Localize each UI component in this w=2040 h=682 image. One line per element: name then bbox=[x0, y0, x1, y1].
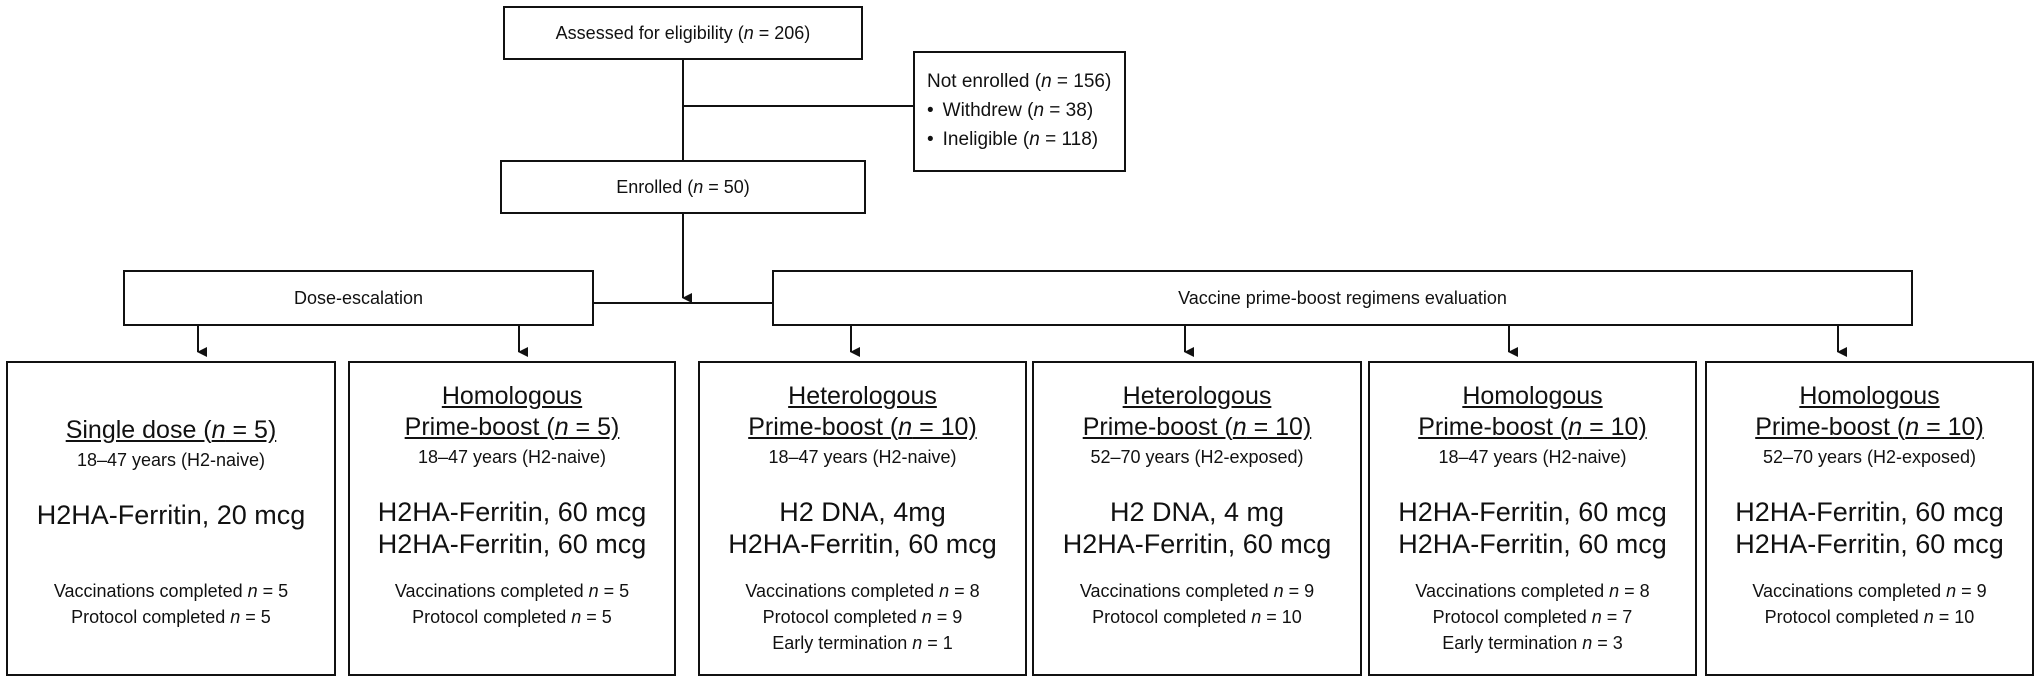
arm-completion-stats: Vaccinations completed n = 5 Protocol co… bbox=[8, 578, 334, 656]
arm-age-group: 52–70 years (H2-exposed) bbox=[1762, 447, 1977, 467]
assessed-count: = 206) bbox=[753, 22, 811, 43]
n-symbol: n bbox=[743, 22, 754, 43]
vaccinations-completed: Vaccinations completed n = 8 bbox=[745, 581, 980, 601]
prime-boost-evaluation-box: Vaccine prime-boost regimens evaluation bbox=[772, 270, 1913, 326]
arm-title: Single dose (n = 5) bbox=[65, 416, 277, 444]
vaccinations-completed: Vaccinations completed n = 9 bbox=[1079, 581, 1315, 601]
arm-regimen: H2 DNA, 4mg H2HA-Ferritin, 60 mcg bbox=[700, 496, 1025, 560]
enrolled-box: Enrolled (n = 50) bbox=[500, 160, 866, 214]
arm-completion-stats: Vaccinations completed n = 8 Protocol co… bbox=[1370, 578, 1695, 656]
protocol-completed: Protocol completed n = 7 bbox=[1432, 607, 1633, 627]
vaccinations-completed: Vaccinations completed n = 8 bbox=[1415, 581, 1650, 601]
not-enrolled-box: Not enrolled (n = 156) Withdrew (n = 38)… bbox=[913, 51, 1126, 172]
list-item-ineligible: Ineligible (n = 118) bbox=[927, 125, 1124, 154]
arm-regimen: H2HA-Ferritin, 60 mcg H2HA-Ferritin, 60 … bbox=[1707, 496, 2032, 560]
arm-age-group: 18–47 years (H2-naive) bbox=[417, 447, 607, 467]
arm-box-1: Single dose (n = 5) 18–47 years (H2-naiv… bbox=[6, 361, 336, 676]
regimen-prime: H2HA-Ferritin, 60 mcg bbox=[1735, 497, 2004, 527]
n-symbol: n bbox=[1041, 71, 1052, 92]
regimen-prime: H2 DNA, 4mg bbox=[779, 497, 946, 527]
regimen-boost: H2HA-Ferritin, 60 mcg bbox=[1398, 529, 1667, 559]
regimen-boost: H2HA-Ferritin, 60 mcg bbox=[377, 529, 647, 559]
early-termination: Early termination n = 3 bbox=[1442, 633, 1623, 653]
enrolled-label: Enrolled ( bbox=[616, 176, 694, 197]
dose-escalation-box: Dose-escalation bbox=[123, 270, 594, 326]
not-enrolled-title: Not enrolled (n = 156) bbox=[927, 67, 1124, 96]
protocol-completed: Protocol completed n = 5 bbox=[71, 607, 271, 627]
arm-completion-stats: Vaccinations completed n = 8 Protocol co… bbox=[700, 578, 1025, 656]
arm-age-group: 52–70 years (H2-exposed) bbox=[1090, 447, 1304, 467]
enrolled-count: = 50) bbox=[703, 176, 750, 197]
vaccinations-completed: Vaccinations completed n = 9 bbox=[1752, 581, 1987, 601]
vaccinations-completed: Vaccinations completed n = 5 bbox=[53, 581, 289, 601]
regimen-boost: H2HA-Ferritin, 60 mcg bbox=[1062, 529, 1332, 559]
regimen-boost: H2HA-Ferritin, 60 mcg bbox=[1735, 529, 2004, 559]
arm-regimen: H2HA-Ferritin, 60 mcg H2HA-Ferritin, 60 … bbox=[1370, 496, 1695, 560]
regimen-boost: H2HA-Ferritin, 60 mcg bbox=[728, 529, 997, 559]
arm-completion-stats: Vaccinations completed n = 9 Protocol co… bbox=[1034, 578, 1360, 656]
regimen-prime: H2HA-Ferritin, 20 mcg bbox=[36, 500, 306, 530]
n-symbol: n bbox=[693, 176, 704, 197]
dose-escalation-label: Dose-escalation bbox=[293, 287, 424, 308]
not-enrolled-count: = 156) bbox=[1051, 71, 1112, 92]
arm-age-group: 18–47 years (H2-naive) bbox=[768, 447, 957, 467]
arm-completion-stats: Vaccinations completed n = 5 Protocol co… bbox=[350, 578, 674, 656]
not-enrolled-label: Not enrolled ( bbox=[927, 71, 1042, 92]
protocol-completed: Protocol completed n = 10 bbox=[1092, 607, 1302, 627]
vaccinations-completed: Vaccinations completed n = 5 bbox=[394, 581, 630, 601]
arm-regimen: H2HA-Ferritin, 20 mcg bbox=[8, 499, 334, 531]
list-item-withdrew: Withdrew (n = 38) bbox=[927, 96, 1124, 125]
early-termination: Early termination n = 1 bbox=[772, 633, 953, 653]
protocol-completed: Protocol completed n = 9 bbox=[762, 607, 963, 627]
assessed-box: Assessed for eligibility (n = 206) bbox=[503, 6, 863, 60]
regimen-prime: H2HA-Ferritin, 60 mcg bbox=[377, 497, 647, 527]
assessed-label: Assessed for eligibility ( bbox=[555, 22, 744, 43]
regimen-prime: H2 DNA, 4 mg bbox=[1109, 497, 1285, 527]
regimen-prime: H2HA-Ferritin, 60 mcg bbox=[1398, 497, 1667, 527]
arm-regimen: H2 DNA, 4 mg H2HA-Ferritin, 60 mcg bbox=[1034, 496, 1360, 560]
protocol-completed: Protocol completed n = 10 bbox=[1764, 607, 1975, 627]
protocol-completed: Protocol completed n = 5 bbox=[412, 607, 612, 627]
arm-completion-stats: Vaccinations completed n = 9 Protocol co… bbox=[1707, 578, 2032, 656]
arm-age-group: 18–47 years (H2-naive) bbox=[1438, 447, 1627, 467]
arm-age-group: 18–47 years (H2-naive) bbox=[76, 450, 266, 470]
arm-regimen: H2HA-Ferritin, 60 mcg H2HA-Ferritin, 60 … bbox=[350, 496, 674, 560]
prime-boost-evaluation-label: Vaccine prime-boost regimens evaluation bbox=[1178, 287, 1507, 308]
not-enrolled-list: Withdrew (n = 38) Ineligible (n = 118) bbox=[927, 96, 1124, 154]
